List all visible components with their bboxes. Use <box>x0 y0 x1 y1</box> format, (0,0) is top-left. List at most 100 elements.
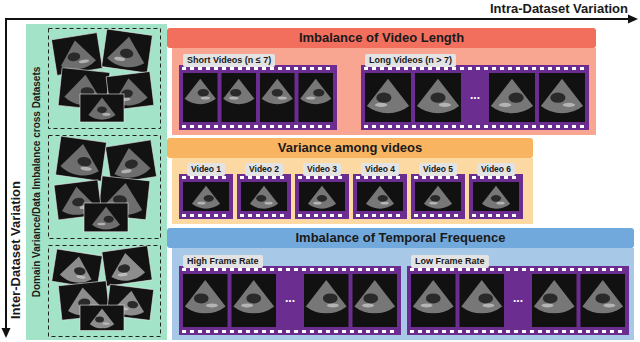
video-filmstrip: Long Videos (n > 7)... <box>361 54 589 130</box>
sprocket-hole <box>206 268 210 271</box>
filmstrip <box>295 174 349 219</box>
ultrasound-structure <box>73 266 86 276</box>
panel-header: Variance among videos <box>167 138 533 158</box>
sprocket-hole <box>190 67 194 70</box>
sprocket-hole <box>418 330 422 333</box>
video-filmstrip: Video 1 <box>179 163 233 219</box>
sprocket-hole <box>214 268 218 271</box>
ultrasound-structure <box>317 195 327 202</box>
video-frame <box>581 274 626 327</box>
sprocket-hole <box>418 268 422 271</box>
sprocket-hole <box>190 214 194 217</box>
sprocket-hole <box>254 330 258 333</box>
sprocket-hole <box>318 125 322 128</box>
sprocket-hole <box>264 176 268 179</box>
ultrasound-echo <box>79 59 90 64</box>
sprocket-hole <box>278 330 282 333</box>
sprocket-hole <box>430 176 434 179</box>
sprocket-hole <box>570 268 574 271</box>
sprocket-hole <box>460 125 464 128</box>
ultrasound-structure <box>478 293 493 303</box>
sprocket-hole <box>246 330 250 333</box>
film-base <box>407 266 629 335</box>
sprocket-hole <box>246 268 250 271</box>
ultrasound-image <box>56 136 107 181</box>
sprocket-hole <box>540 67 544 70</box>
sprocket-hole <box>426 268 430 271</box>
ultrasound-fan <box>582 280 623 313</box>
sprocket-hole <box>238 67 242 70</box>
video-filmstrip: Video 5 <box>411 163 465 219</box>
sprocket-hole <box>278 125 282 128</box>
sprocket-hole <box>342 268 346 271</box>
ultrasound-structure <box>376 92 391 102</box>
sprocket-hole <box>562 330 566 333</box>
sprocket-hole <box>492 125 496 128</box>
sprocket-hole <box>396 125 400 128</box>
video-filmstrip: Short Videos (n ≤ 7) <box>179 54 337 130</box>
sprocket-hole <box>524 67 528 70</box>
ultrasound-fan <box>417 79 459 113</box>
ultrasound-fan <box>366 186 394 209</box>
sprocket-hole <box>548 67 552 70</box>
sprocket-hole <box>380 67 384 70</box>
sprocket-hole <box>482 330 486 333</box>
ultrasound-structure <box>509 92 524 102</box>
sprocket-hole <box>484 67 488 70</box>
sprocket-hole <box>468 125 472 128</box>
sprocket-hole <box>240 176 244 179</box>
sprocket-hole <box>388 125 392 128</box>
sprocket-hole <box>450 330 454 333</box>
dataset-band: Domain Variance/Data Imbalance cross Dat… <box>26 24 167 340</box>
sprocket-hole <box>322 176 326 179</box>
video-frame <box>353 274 398 327</box>
sprocket-hole <box>248 214 252 217</box>
sprocket-hole <box>302 268 306 271</box>
sprocket-hole <box>454 176 458 179</box>
sprocket-hole <box>262 125 266 128</box>
sprocket-hole <box>514 268 518 271</box>
sprocket-hole <box>190 268 194 271</box>
sprocket-hole <box>434 330 438 333</box>
video-filmstrip: Video 3 <box>295 163 349 219</box>
sprocket-hole <box>372 214 376 217</box>
sprocket-hole <box>318 330 322 333</box>
frame-background <box>183 274 228 327</box>
ultrasound-structure <box>313 89 324 97</box>
sprocket-hole <box>182 214 186 217</box>
ultrasound-structure <box>430 195 440 202</box>
ultrasound-echo <box>206 303 218 307</box>
sprocket-hole <box>270 330 274 333</box>
video-filmstrip: High Frame Rate... <box>179 255 401 335</box>
ultrasound-fan <box>59 254 95 285</box>
film-base <box>469 174 523 219</box>
sprocket-hole <box>364 176 368 179</box>
sprocket-hole <box>222 67 226 70</box>
video-filmstrip: Low Frame Rate... <box>407 255 629 335</box>
frame-background <box>473 182 519 211</box>
frame-background <box>532 274 577 327</box>
sprocket-hole <box>570 330 574 333</box>
sprocket-hole <box>500 67 504 70</box>
sprocket-hole <box>404 125 408 128</box>
ultrasound-echo <box>380 202 388 205</box>
sprocket-hole <box>364 214 368 217</box>
video-label: Video 4 <box>361 163 399 176</box>
image-frame <box>102 29 153 73</box>
sprocket-hole <box>428 125 432 128</box>
sprocket-hole <box>446 176 450 179</box>
ultrasound-fan <box>111 145 152 180</box>
sprocket-hole <box>490 330 494 333</box>
ultrasound-structure <box>194 293 209 303</box>
sprocket-hole <box>524 125 528 128</box>
video-label: Video 1 <box>187 163 225 176</box>
ultrasound-fan <box>306 280 347 313</box>
ultrasound-echo <box>278 97 287 100</box>
sprocket-hole <box>504 214 508 217</box>
sprocket-hole <box>302 125 306 128</box>
sprocket-hole <box>530 330 534 333</box>
sprocket-hole <box>278 268 282 271</box>
frame-background <box>232 274 277 327</box>
sprocket-hole <box>318 268 322 271</box>
sprocket-hole <box>182 176 186 179</box>
